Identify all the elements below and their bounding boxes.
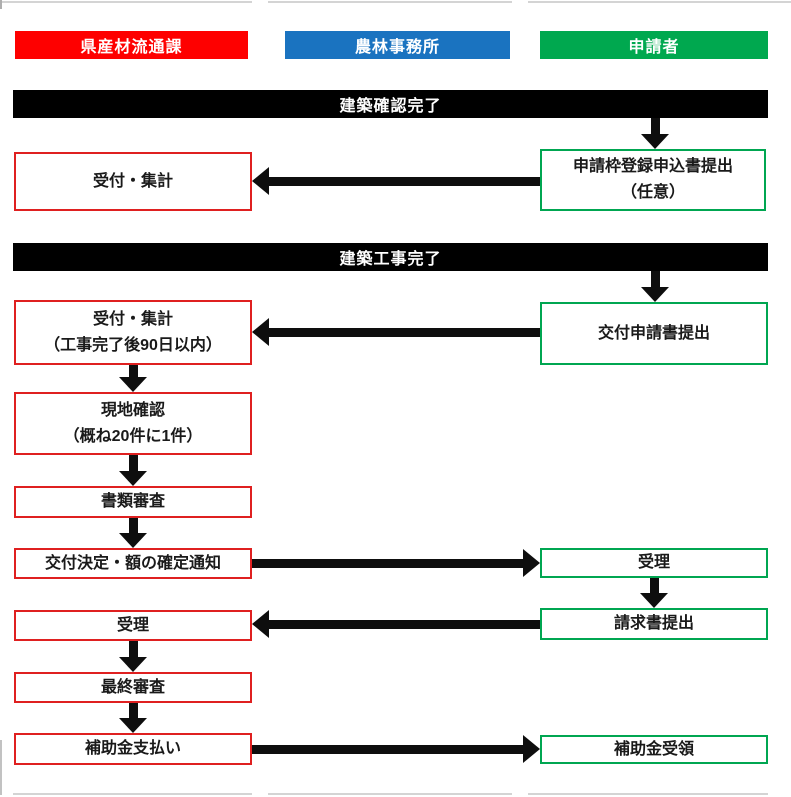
node-label: 補助金受領: [613, 740, 694, 758]
node-label: 書類審査: [100, 493, 165, 510]
arrow-head: [119, 718, 147, 733]
column-header-applicant: 申請者: [540, 31, 768, 59]
arrow-left: [252, 610, 540, 638]
arrow-left: [252, 318, 540, 346]
node-grant-decision-notice: 交付決定・額の確定通知: [14, 548, 252, 579]
node-label: 受付・集計: [92, 172, 173, 190]
node-application-frame-submission: 申請枠登録申込書提出 （任意）: [540, 149, 766, 211]
node-label-line1: 申請枠登録申込書提出: [572, 158, 733, 175]
arrow-head: [641, 134, 669, 149]
node-label-line1: 現地確認: [100, 401, 165, 419]
arrow-shaft: [252, 744, 523, 754]
arrow-shaft: [128, 365, 138, 377]
node-label-line2: （概ね20件に1件）: [63, 427, 203, 445]
arrow-shaft: [269, 176, 540, 186]
column-header-label: 申請者: [628, 39, 680, 56]
node-invoice-submission: 請求書提出: [540, 608, 768, 640]
banner-label: 建築工事完了: [339, 251, 442, 268]
column-header-label: 農林事務所: [354, 39, 440, 56]
gridline-bottom-3: [528, 793, 768, 795]
gridline-top-1: [0, 1, 252, 3]
arrow-head: [252, 318, 269, 346]
gridline-left-tick-top: [0, 0, 2, 9]
node-grant-application-submission: 交付申請書提出: [540, 302, 768, 365]
arrow-down: [119, 518, 147, 548]
node-label: 受理: [116, 616, 149, 634]
arrow-down: [119, 365, 147, 392]
gridline-top-2: [268, 1, 512, 3]
node-reception-tally-90days: 受付・集計 （工事完了後90日以内）: [14, 300, 252, 365]
arrow-head: [252, 610, 269, 638]
banner-construction-work-done: 建築工事完了: [13, 243, 768, 271]
node-acceptance-applicant: 受理: [540, 548, 768, 578]
arrow-shaft: [128, 455, 138, 471]
arrow-down: [640, 578, 668, 608]
node-label-line2: （工事完了後90日以内）: [44, 336, 222, 354]
arrow-head: [523, 549, 540, 577]
node-final-review: 最終審査: [14, 672, 252, 703]
node-label-line1: 受付・集計: [92, 310, 173, 328]
arrow-head: [119, 657, 147, 672]
node-site-check: 現地確認 （概ね20件に1件）: [14, 392, 252, 455]
node-label-line2: （任意）: [620, 184, 685, 201]
arrow-shaft: [128, 641, 138, 657]
arrow-shaft: [269, 619, 540, 629]
arrow-down: [641, 118, 669, 149]
arrow-down: [119, 703, 147, 733]
node-label: 最終審査: [100, 678, 165, 696]
gridline-bottom-2: [268, 793, 512, 795]
banner-label: 建築確認完了: [339, 98, 442, 115]
arrow-right: [252, 549, 540, 577]
arrow-head: [641, 287, 669, 302]
arrow-shaft: [650, 271, 660, 287]
node-reception-tally: 受付・集計: [14, 152, 252, 211]
node-label: 交付決定・額の確定通知: [44, 554, 221, 572]
arrow-head: [119, 471, 147, 486]
node-acceptance-prefecture: 受理: [14, 610, 252, 641]
arrow-down: [119, 641, 147, 672]
arrow-head: [640, 593, 668, 608]
arrow-down: [641, 271, 669, 302]
arrow-left: [252, 167, 540, 195]
node-label: 受理: [637, 554, 670, 571]
gridline-top-3: [528, 1, 791, 3]
arrow-shaft: [649, 578, 659, 593]
node-label: 交付申請書提出: [597, 324, 710, 342]
arrow-shaft: [650, 118, 660, 134]
arrow-shaft: [269, 327, 540, 337]
column-header-label: 県産材流通課: [80, 39, 183, 56]
gridline-bottom-1: [13, 793, 252, 795]
arrow-down: [119, 455, 147, 486]
arrow-head: [119, 377, 147, 392]
column-header-prefecture-division: 県産材流通課: [15, 31, 248, 59]
node-document-review: 書類審査: [14, 486, 252, 518]
gridline-left-tick-bottom: [0, 740, 2, 795]
arrow-right: [252, 735, 540, 763]
arrow-shaft: [252, 558, 523, 568]
node-subsidy-payment: 補助金支払い: [14, 733, 252, 765]
node-subsidy-receipt: 補助金受領: [540, 735, 768, 764]
banner-building-confirmation-done: 建築確認完了: [13, 90, 768, 118]
column-header-forestry-office: 農林事務所: [285, 31, 510, 59]
arrow-head: [252, 167, 269, 195]
arrow-head: [523, 735, 540, 763]
node-label: 補助金支払い: [84, 740, 181, 757]
arrow-head: [119, 533, 147, 548]
node-label: 請求書提出: [613, 615, 694, 632]
arrow-shaft: [128, 703, 138, 718]
arrow-shaft: [128, 518, 138, 533]
